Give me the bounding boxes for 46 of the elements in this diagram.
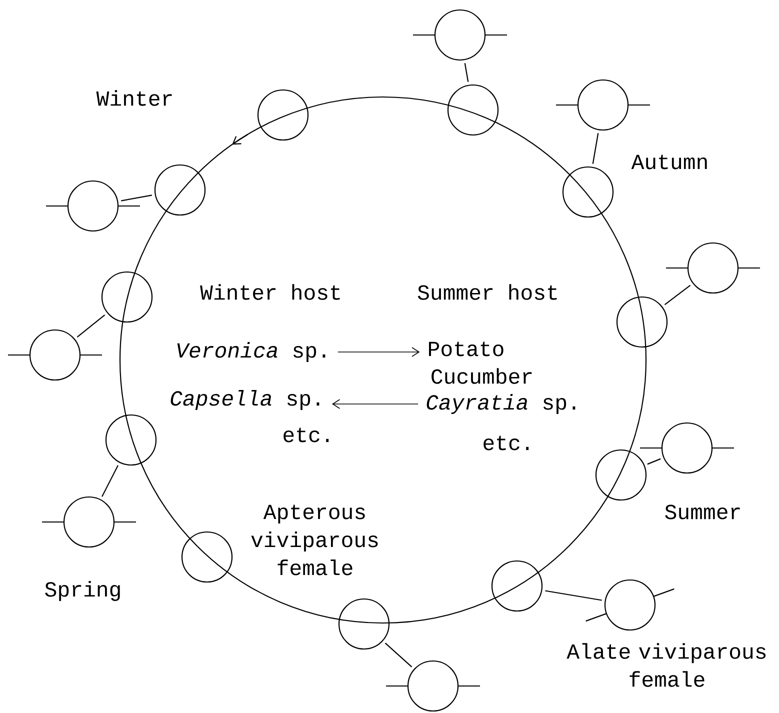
label-text: etc. <box>484 436 529 450</box>
winged-aphid-circle <box>586 579 674 631</box>
arrow <box>338 347 420 357</box>
label-text: Winter <box>96 90 172 106</box>
label-text: Apterous viviparous female <box>251 504 378 576</box>
host-plant-name: Veronica sp. <box>177 342 326 362</box>
winged-aphid-circle <box>42 496 136 548</box>
connector-line <box>102 465 118 497</box>
aphid-circle <box>562 166 614 218</box>
aphid-circle <box>447 84 499 136</box>
winged-aphid-circle <box>640 422 734 474</box>
winged-aphid-circle <box>8 329 102 381</box>
connector-line <box>76 314 106 338</box>
label-text: Summer <box>665 504 740 520</box>
aphid-circle <box>154 164 206 216</box>
aphid-circle <box>257 89 309 141</box>
aphid-circle <box>491 560 543 612</box>
connector-line <box>664 284 691 306</box>
connector-line <box>545 590 602 601</box>
connector-line <box>592 133 599 164</box>
aphid-circle <box>181 531 233 583</box>
host-plant-name: Cayratia sp. <box>426 394 576 414</box>
host-plant-name: Capsella sp. <box>170 390 320 410</box>
aphid-circle <box>338 598 390 650</box>
label-text: Spring <box>45 580 120 602</box>
aphid-circle <box>101 271 153 323</box>
winged-aphid-circle <box>46 180 140 232</box>
winged-aphid-circle <box>413 9 507 61</box>
label-text: etc. <box>284 428 329 442</box>
winged-aphid-circle <box>666 242 760 294</box>
host-plant-name: Potato <box>429 342 504 356</box>
label-text: Autumn <box>631 154 707 170</box>
aphid-circle <box>105 414 157 466</box>
winged-aphid-circle <box>386 660 480 712</box>
label-text: Cucumber <box>432 368 532 384</box>
label-text: Alate viviparous female <box>566 643 766 687</box>
arrow <box>332 399 418 409</box>
aphid-circle <box>595 449 647 501</box>
connector-line <box>647 458 661 465</box>
connector-line <box>464 63 469 82</box>
connector-line <box>384 642 412 668</box>
label-text: Summer host <box>418 284 557 300</box>
label-text: Winter host <box>200 284 340 300</box>
aphid-circle <box>616 296 668 348</box>
winged-aphid-circle <box>556 79 650 131</box>
connector-line <box>120 194 152 202</box>
